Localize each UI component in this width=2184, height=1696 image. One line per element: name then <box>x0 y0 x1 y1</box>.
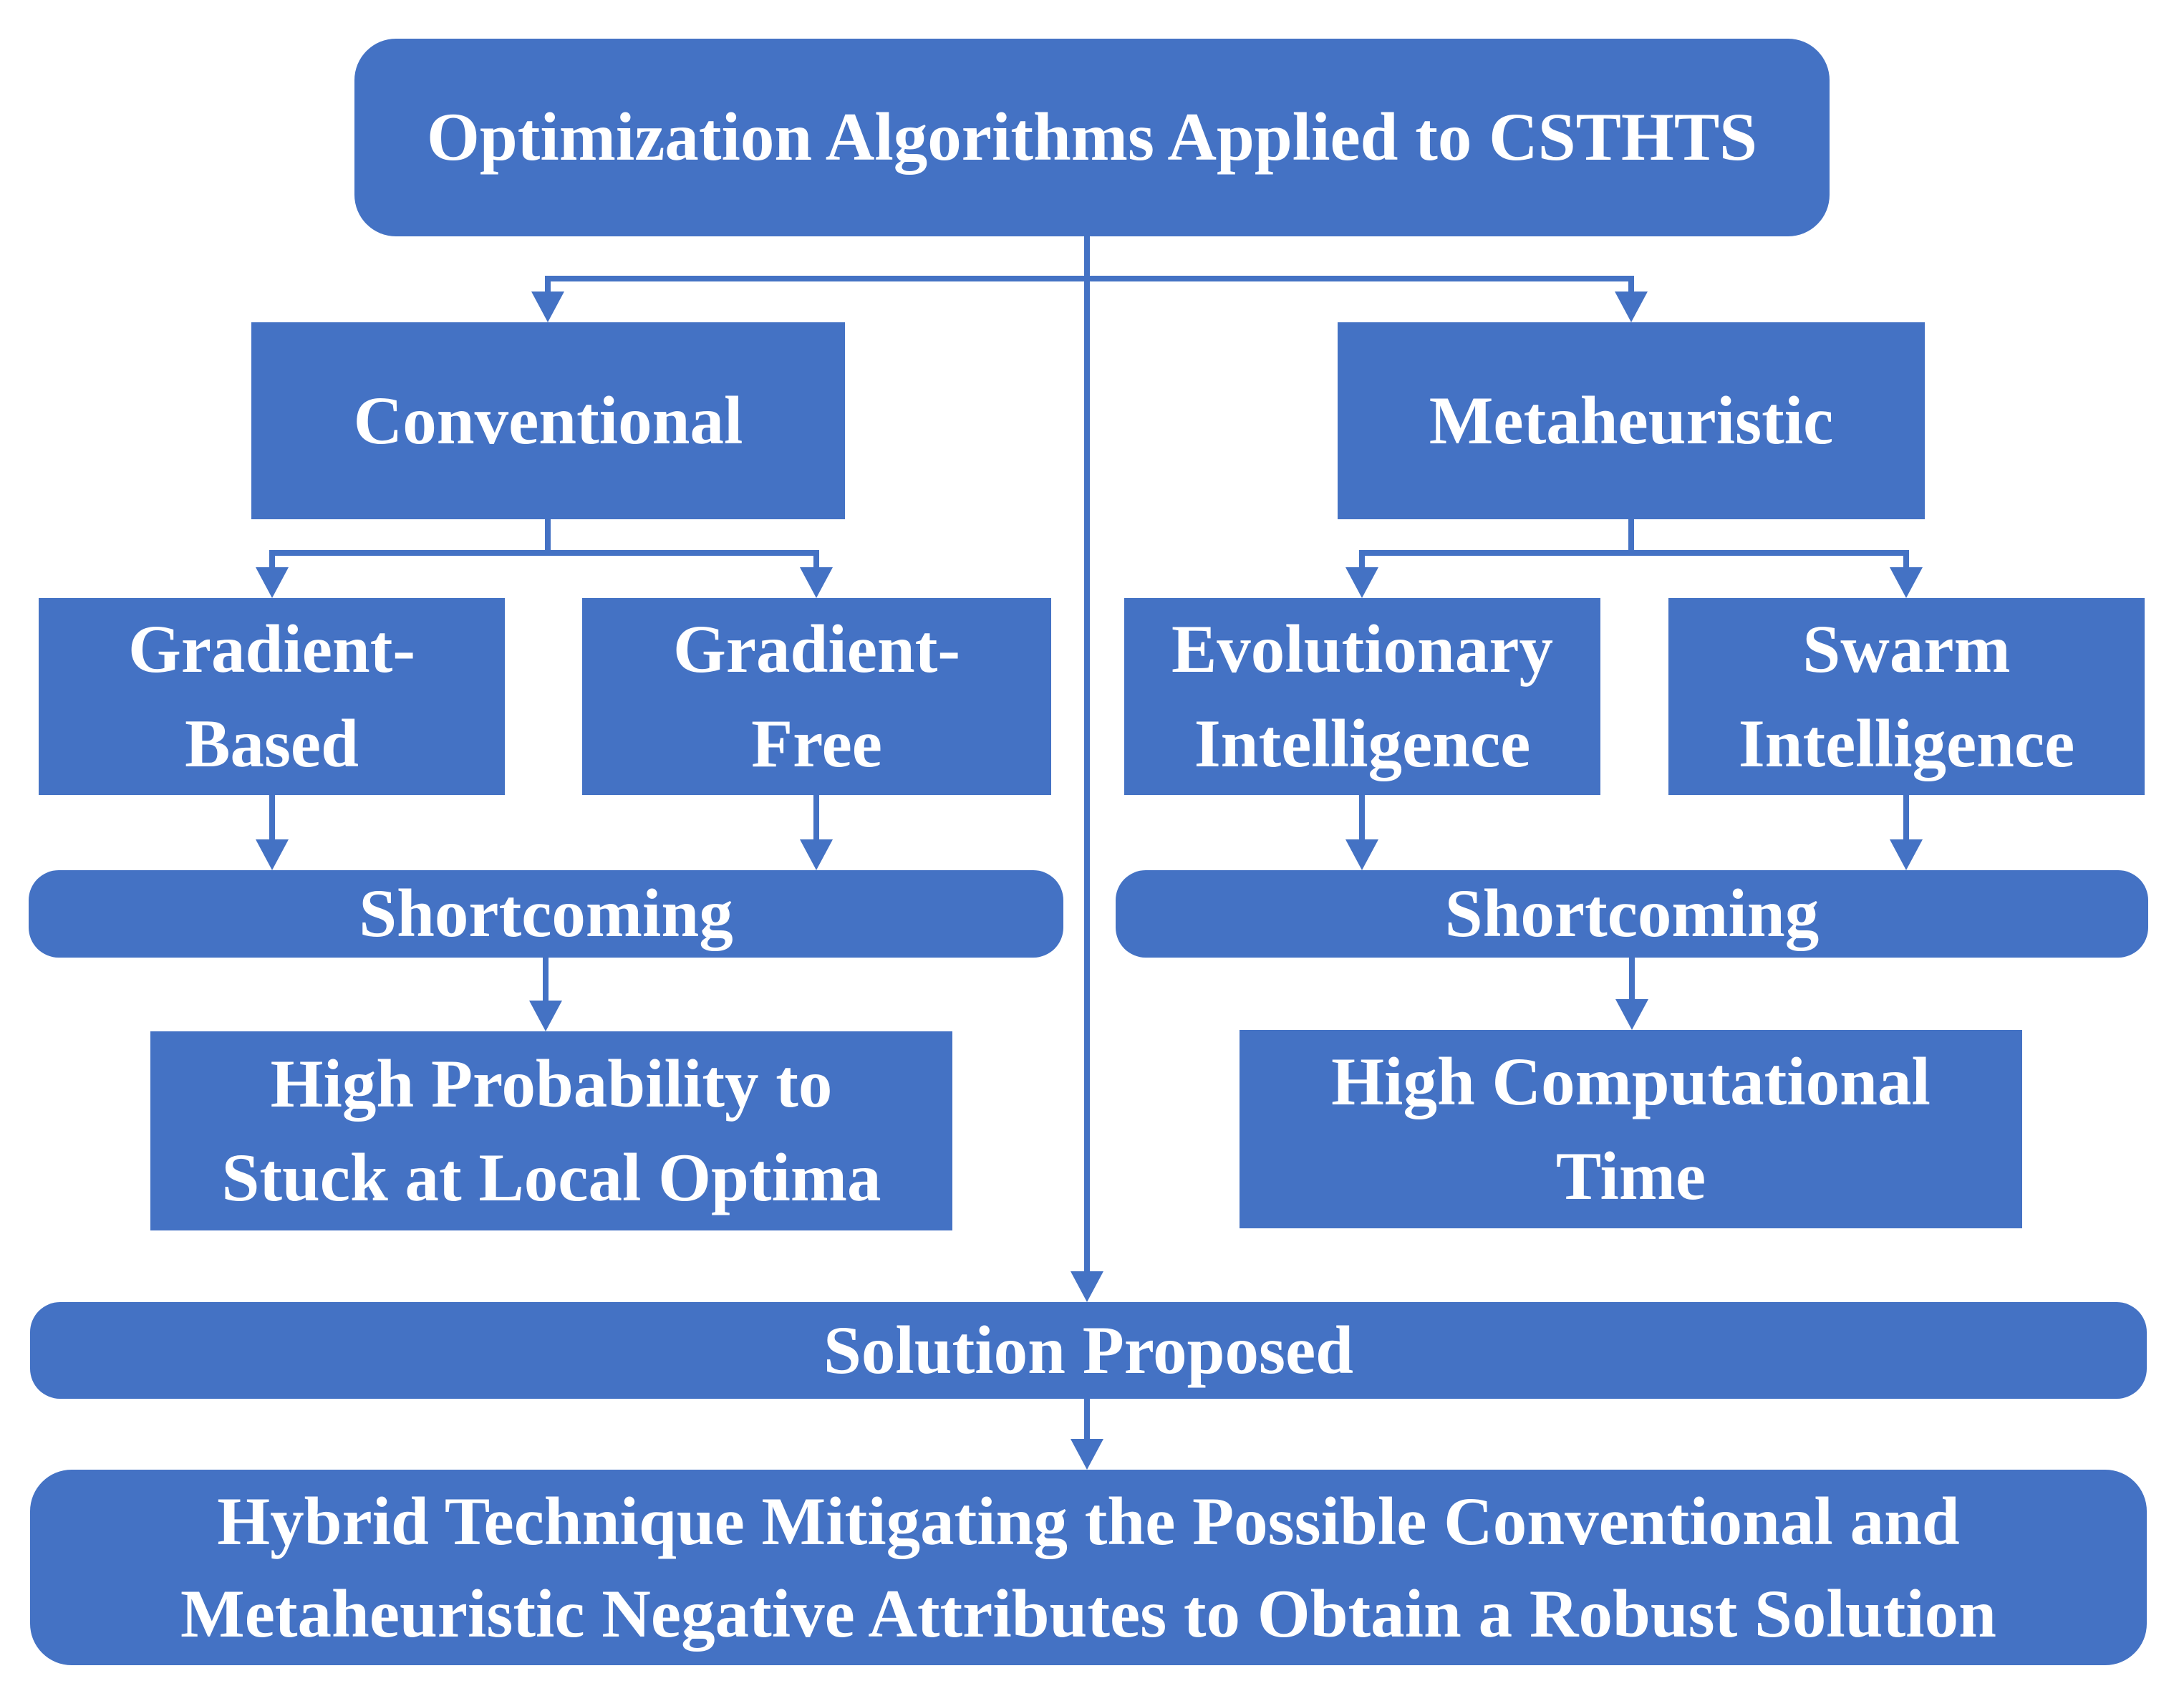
connector-root-to-solution <box>1084 236 1090 1273</box>
flow-node-shortcoming-conventional: Shortcoming <box>29 870 1063 958</box>
hybrid-line-2: Metaheuristic Negative Attributes to Obt… <box>180 1575 1996 1652</box>
flow-node-conventional-label: Conventional <box>353 382 743 458</box>
gradient-free-line-2: Free <box>751 705 882 781</box>
connector-conventional-bar <box>272 550 816 556</box>
arrowhead-to-hybrid <box>1071 1439 1103 1470</box>
arrowhead-gb-to-shortcoming <box>256 839 289 870</box>
connector-metaheuristic-stem <box>1628 519 1634 553</box>
arrowhead-to-metaheuristic <box>1615 292 1648 322</box>
connector-drop-gradient-free <box>813 550 819 572</box>
flow-node-root-label: Optimization Algorithms Applied to CSTHT… <box>426 99 1758 175</box>
gradient-based-line-1: Gradient- <box>127 611 416 688</box>
connector-shortcoming-right-down <box>1629 958 1635 1002</box>
connector-drop-metaheuristic <box>1628 276 1634 296</box>
flow-node-high-computational: High Computational Time <box>1240 1030 2022 1228</box>
connector-level1-bar <box>548 276 1631 281</box>
connector-conventional-stem <box>545 519 551 553</box>
connector-gradient-free-down <box>813 795 819 842</box>
hybrid-line-1: Hybrid Technique Mitigating the Possible… <box>217 1483 1960 1560</box>
arrowhead-to-gradient-based <box>256 567 289 598</box>
arrowhead-gf-to-shortcoming <box>800 839 833 870</box>
swarm-line-2: Intelligence <box>1738 705 2075 781</box>
arrowhead-to-high-computational <box>1615 999 1648 1030</box>
gradient-based-line-2: Based <box>185 705 359 781</box>
flow-node-swarm-intelligence: Swarm Intelligence <box>1668 598 2145 795</box>
arrowhead-sw-to-shortcoming <box>1890 839 1923 870</box>
shortcoming-conventional-label: Shortcoming <box>359 875 733 952</box>
gradient-free-line-1: Gradient- <box>672 611 961 688</box>
high-computational-line-1: High Computational <box>1331 1044 1931 1120</box>
arrowhead-ev-to-shortcoming <box>1345 839 1378 870</box>
connector-drop-gradient-based <box>269 550 275 572</box>
connector-shortcoming-left-down <box>543 958 549 1003</box>
flow-node-hybrid-technique: Hybrid Technique Mitigating the Possible… <box>30 1470 2147 1665</box>
connector-solution-to-hybrid <box>1084 1399 1090 1442</box>
evolutionary-line-2: Intelligence <box>1194 705 1531 781</box>
high-probability-line-1: High Probability to <box>270 1045 833 1122</box>
flow-node-gradient-based: Gradient- Based <box>39 598 505 795</box>
high-probability-line-2: Stuck at Local Optima <box>221 1140 881 1215</box>
arrowhead-to-conventional <box>531 292 564 322</box>
arrowhead-root-to-solution <box>1071 1271 1103 1302</box>
connector-drop-evolutionary <box>1359 550 1365 572</box>
high-computational-line-2: Time <box>1555 1137 1706 1214</box>
flow-node-conventional: Conventional <box>251 322 845 519</box>
connector-metaheuristic-bar <box>1362 550 1906 556</box>
connector-gradient-based-down <box>269 795 275 842</box>
shortcoming-metaheuristic-label: Shortcoming <box>1444 875 1820 952</box>
connector-drop-swarm <box>1903 550 1909 572</box>
flow-node-evolutionary-intelligence: Evolutionary Intelligence <box>1124 598 1600 795</box>
flow-node-root: Optimization Algorithms Applied to CSTHT… <box>354 39 1830 236</box>
flow-node-solution-proposed: Solution Proposed <box>30 1302 2147 1399</box>
flow-node-gradient-free: Gradient- Free <box>582 598 1051 795</box>
evolutionary-line-1: Evolutionary <box>1171 611 1554 688</box>
arrowhead-to-high-probability <box>529 1001 562 1031</box>
swarm-line-1: Swarm <box>1802 611 2011 688</box>
arrowhead-to-evolutionary <box>1345 567 1378 598</box>
connector-evolutionary-down <box>1359 795 1365 842</box>
flow-node-metaheuristic-label: Metaheuristic <box>1429 382 1834 458</box>
solution-proposed-label: Solution Proposed <box>823 1311 1353 1388</box>
flow-node-high-probability: High Probability to Stuck at Local Optim… <box>150 1031 952 1230</box>
flow-node-shortcoming-metaheuristic: Shortcoming <box>1116 870 2148 958</box>
arrowhead-to-gradient-free <box>800 567 833 598</box>
connector-swarm-down <box>1903 795 1909 842</box>
flow-node-metaheuristic: Metaheuristic <box>1338 322 1925 519</box>
connector-drop-conventional <box>545 276 551 296</box>
arrowhead-to-swarm <box>1890 567 1923 598</box>
